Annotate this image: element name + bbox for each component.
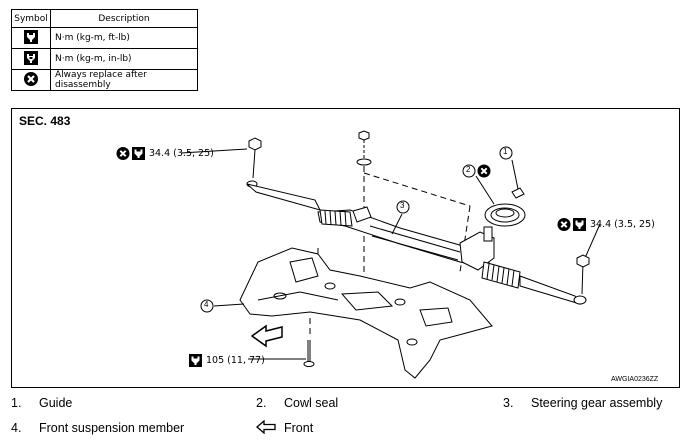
always-replace-icon: [477, 164, 491, 178]
legend-number: 3.: [503, 396, 514, 410]
symbol-row-description: Always replace after disassembly: [50, 69, 198, 91]
legend-label: Cowl seal: [284, 396, 339, 410]
symbol-table: Symbol Description N·m (kg-m, ft-lb) N·m…: [11, 9, 198, 91]
legend-label: Guide: [39, 396, 73, 410]
torque-spec-right: 34.4 (3.5, 25): [557, 217, 655, 232]
torque-spec-left: 34.4 (3.5, 25): [116, 146, 214, 161]
front-arrow-icon: [250, 324, 283, 348]
callout-4: [200, 299, 214, 313]
reference-code: AWGIA0236ZZ: [611, 376, 659, 383]
callout-label-3: 3: [400, 201, 405, 210]
always-replace-icon: [116, 147, 145, 160]
legend-number: 1.: [11, 396, 22, 410]
torque-value-bolt: 105 (11, 77): [206, 355, 265, 366]
front-arrow-icon: [256, 420, 276, 434]
legend-label: Front suspension member: [39, 421, 185, 435]
callout-2: [462, 164, 476, 178]
callout-1: [499, 146, 513, 160]
diagram-frame: [11, 108, 680, 388]
legend-number: 4.: [11, 421, 22, 435]
legend-label: Front: [284, 421, 314, 435]
callout-label-2: 2: [466, 165, 471, 174]
torque-spec-bolt: 105 (11, 77): [188, 353, 265, 368]
callout-label-4: 4: [204, 300, 209, 309]
torque-wrench-icon: [189, 354, 202, 367]
torque-wrench-icon: [11, 27, 51, 49]
always-replace-icon: [11, 69, 51, 91]
legend-number: 2.: [256, 396, 267, 410]
torque-value-right: 34.4 (3.5, 25): [590, 219, 655, 230]
callout-3: [396, 200, 410, 214]
legend-label: Steering gear assembly: [531, 396, 663, 410]
callout-label-1: 1: [503, 147, 508, 156]
section-title: SEC. 483: [19, 114, 71, 128]
always-replace-icon: [557, 218, 586, 231]
torque-value-left: 34.4 (3.5, 25): [149, 148, 214, 159]
